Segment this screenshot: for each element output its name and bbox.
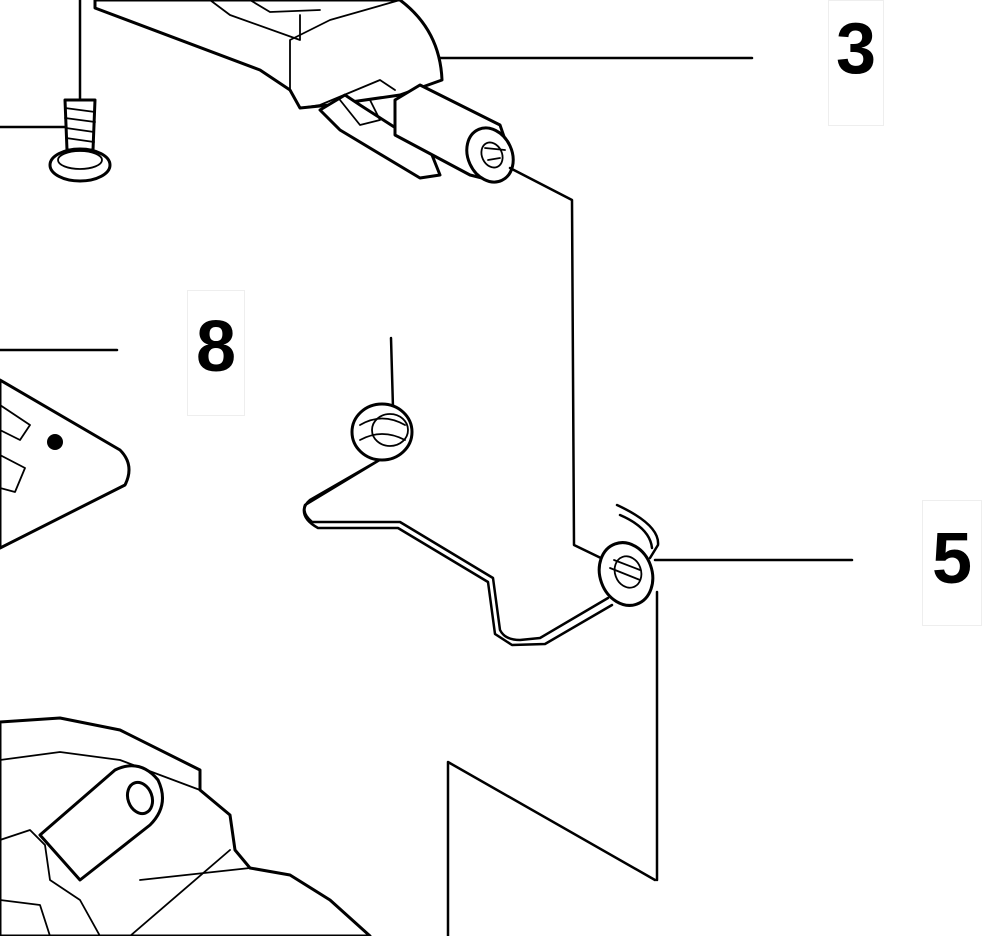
pin-cylinder — [393, 83, 515, 184]
torsion-spring-wire — [302, 336, 660, 647]
callout-3: 3 — [828, 0, 884, 126]
part-3-housing — [93, 0, 444, 180]
callout-8: 8 — [187, 290, 245, 416]
callout-3-label: 3 — [835, 9, 877, 89]
leader-lines — [0, 56, 854, 936]
callout-5-label: 5 — [931, 519, 973, 599]
lower-assembly — [0, 716, 372, 936]
screw — [0, 0, 112, 183]
part-8-plate — [0, 378, 131, 550]
callout-5: 5 — [922, 500, 982, 626]
callout-8-label: 8 — [195, 307, 237, 387]
